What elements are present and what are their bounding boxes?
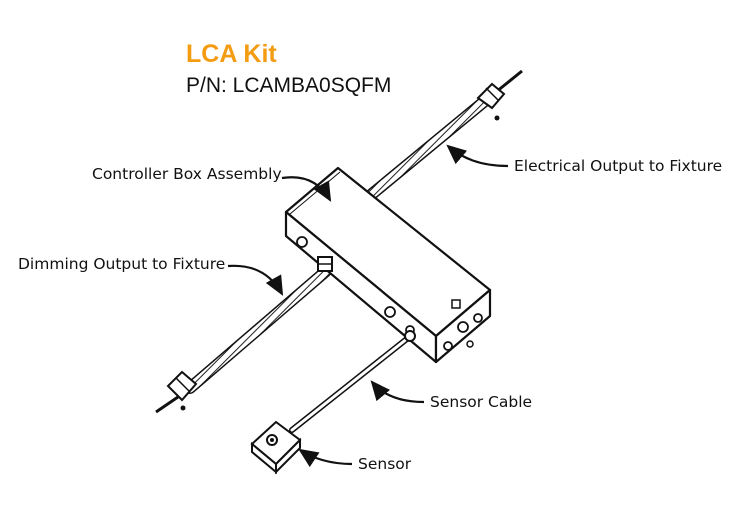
part-number: P/N: LCAMBA0SQFM: [186, 74, 392, 97]
electrical-output-arrow: [446, 144, 509, 168]
dimming-output-arrow: [227, 264, 284, 296]
sensor-cable-arrow: [370, 380, 425, 404]
label-sensor: Sensor: [358, 455, 412, 473]
label-electrical-output: Electrical Output to Fixture: [514, 157, 723, 175]
label-sensor-cable: Sensor Cable: [430, 393, 533, 411]
sensor-cable: [289, 330, 416, 433]
label-controller-box: Controller Box Assembly: [92, 165, 282, 183]
kit-title: LCA Kit: [186, 40, 277, 68]
label-dimming-output: Dimming Output to Fixture: [18, 255, 226, 273]
sensor-arrow: [298, 448, 353, 468]
electrical-output-conduit: [366, 69, 523, 200]
dimming-connector: [166, 370, 198, 411]
dimming-output-conduit: [155, 266, 331, 414]
sensor: [250, 420, 302, 475]
controller-box: [284, 166, 492, 364]
controller-box-arrow: [281, 176, 332, 202]
electrical-connector: [476, 82, 506, 121]
